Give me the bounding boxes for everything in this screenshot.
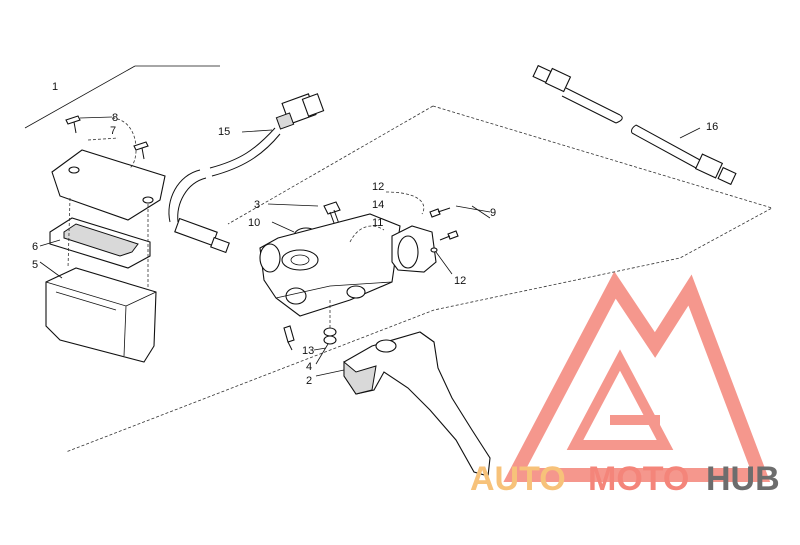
callout-4: 4 — [306, 361, 312, 373]
part-8-screws — [65, 115, 149, 160]
watermark-auto-text: AUTO — [470, 460, 566, 498]
part-5-reservoir — [39, 197, 157, 363]
part-16-cable-shaft — [532, 64, 737, 186]
watermark-logo-icon — [503, 271, 771, 482]
watermark-wordmark: AUTO MOTO HUB — [470, 460, 780, 498]
callout-2: 2 — [306, 375, 312, 387]
part-6-diaphragm — [39, 217, 151, 269]
callout-16: 16 — [706, 121, 718, 133]
callout-1: 1 — [52, 81, 58, 93]
callout-13: 13 — [302, 345, 314, 357]
callout-11: 11 — [372, 217, 383, 229]
callout-3: 3 — [254, 199, 260, 211]
part-12-screws — [385, 191, 459, 275]
callout-8: 8 — [112, 112, 118, 124]
callout-5: 5 — [32, 259, 38, 271]
callout-6: 6 — [32, 241, 38, 253]
callout-12-top: 12 — [372, 181, 384, 193]
callout-15: 15 — [218, 126, 230, 138]
watermark-hub-text: HUB — [706, 460, 780, 498]
part-11-master-cylinder — [259, 213, 401, 317]
part-15-hose — [168, 93, 325, 254]
watermark-moto-text: MOTO — [588, 460, 689, 498]
part-13-pivot-bolt — [283, 325, 327, 351]
callout-labels: 1 2 3 4 5 6 7 8 9 10 11 12 12 13 14 15 1… — [32, 81, 718, 387]
assembly-frames — [24, 65, 774, 453]
part-4-bushing — [315, 300, 337, 365]
callout-12-bottom: 12 — [454, 275, 466, 287]
callout-7: 7 — [110, 125, 116, 137]
callout-9: 9 — [490, 207, 496, 219]
part-7-reservoir-cover — [51, 117, 166, 221]
part-2-lever — [315, 331, 491, 477]
callout-10: 10 — [248, 217, 260, 229]
callout-14: 14 — [372, 199, 384, 211]
part-9-clamp — [391, 205, 491, 273]
